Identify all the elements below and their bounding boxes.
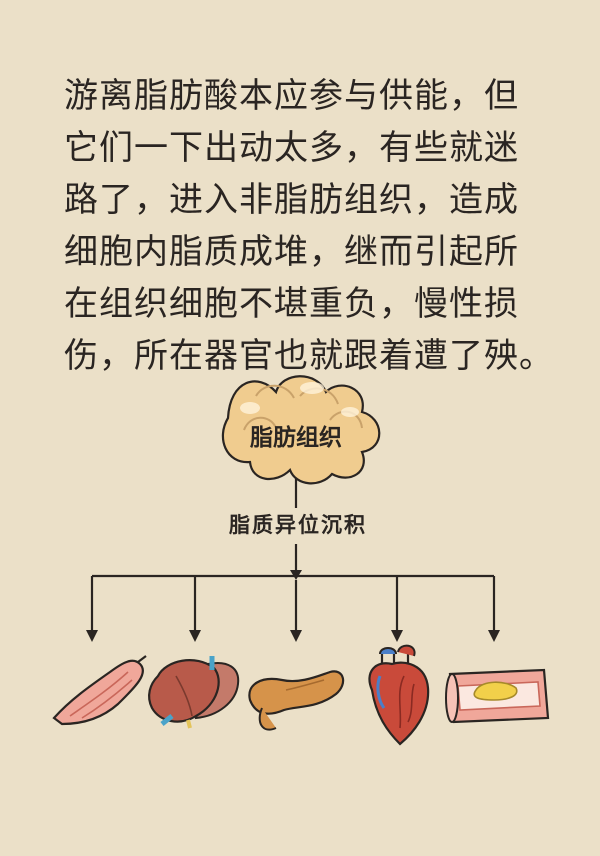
muscle-icon <box>52 655 147 726</box>
root-label: 脂肪组织 <box>250 424 342 451</box>
liver-icon <box>148 656 240 729</box>
branch-label: 脂质异位沉积 <box>229 512 367 537</box>
branch-arrows <box>86 576 500 642</box>
blood-vessel-icon <box>445 668 550 724</box>
fat-tissue-icon <box>221 375 381 485</box>
pancreas-icon <box>248 670 345 731</box>
heart-icon <box>368 644 430 746</box>
body-paragraph: 游离脂肪酸本应参与供能，但 它们一下出动太多，有些就迷 路了，进入非脂肪组织，造… <box>64 76 554 376</box>
